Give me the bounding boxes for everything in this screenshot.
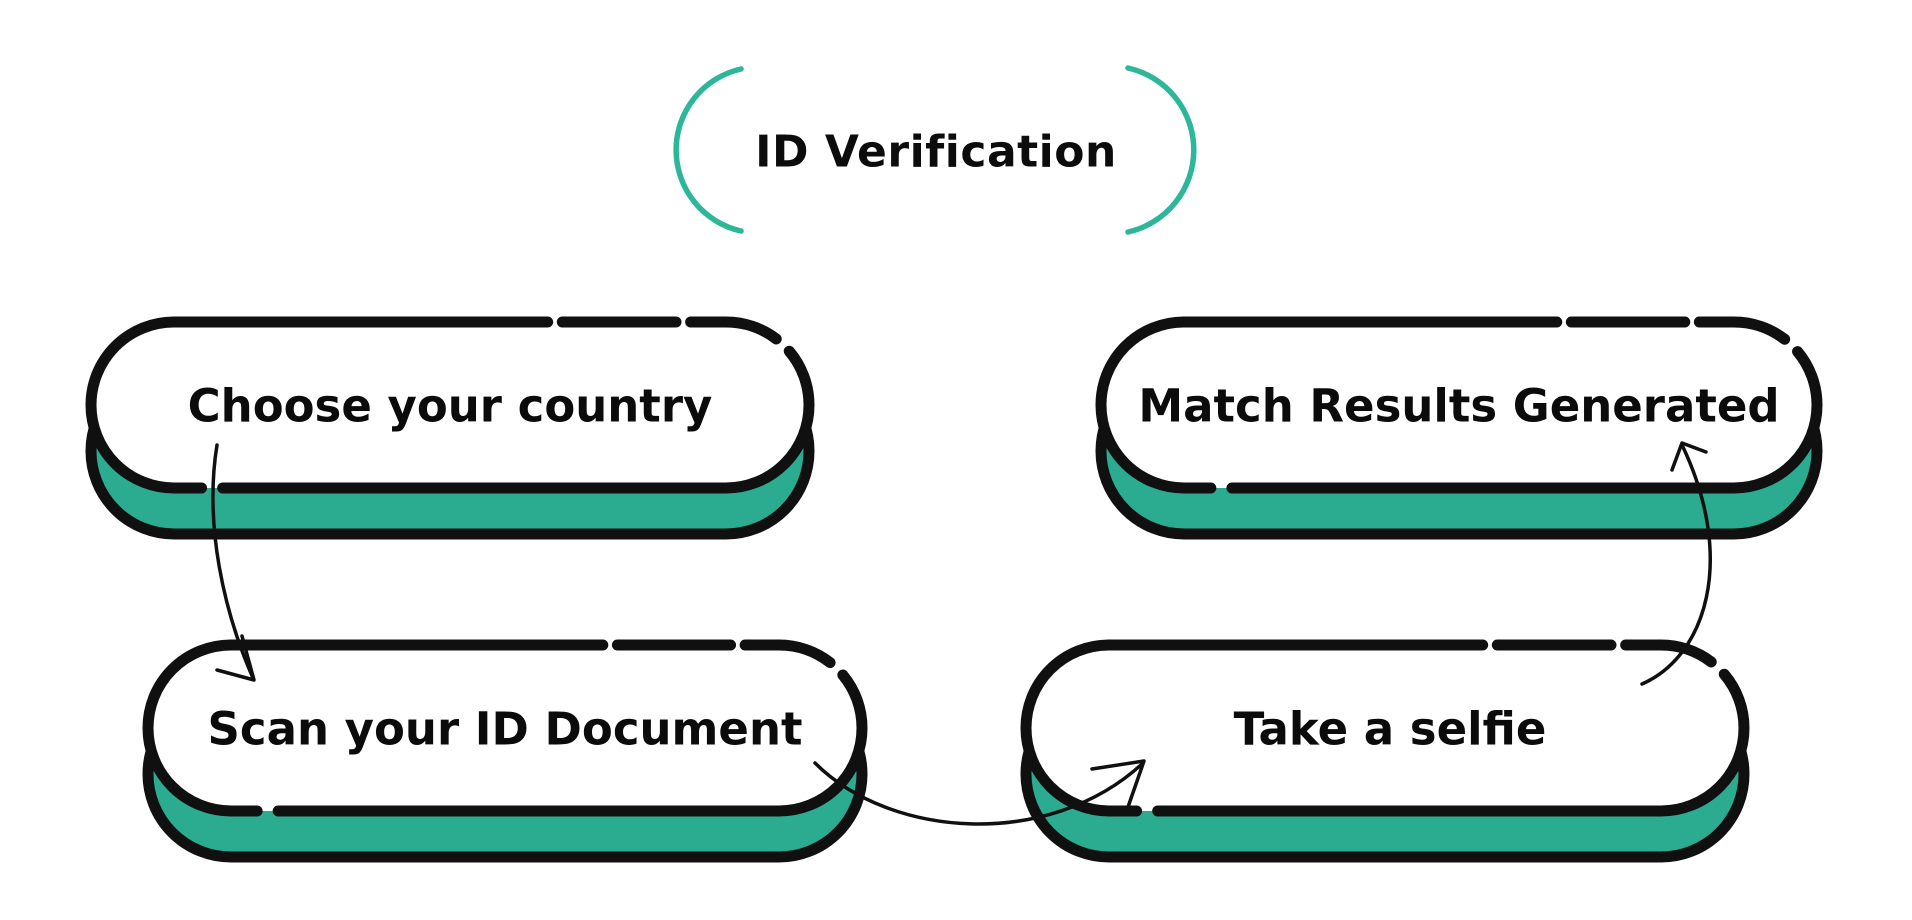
flow-arrow-step1-to-step2-icon	[211, 443, 256, 682]
pill-face	[1020, 639, 1750, 817]
title-arc-right-icon	[1125, 65, 1197, 235]
arrow-shaft	[211, 443, 255, 680]
pill-face	[85, 316, 815, 494]
step-pill-match-results: Match Results Generated	[1095, 316, 1823, 540]
arrow-head	[1090, 759, 1146, 809]
title-badge: ID Verification	[673, 65, 1197, 235]
arrow-head	[215, 634, 256, 682]
step-label-match-results: Match Results Generated	[1138, 380, 1779, 433]
step-pill-take-selfie: Take a selfie	[1020, 639, 1750, 863]
arrow-shaft	[813, 761, 1144, 826]
arrow-head	[1670, 441, 1708, 472]
step-label-scan-document: Scan your ID Document	[208, 703, 803, 756]
step-pill-scan-document: Scan your ID Document	[142, 639, 868, 863]
step-label-choose-country: Choose your country	[188, 380, 713, 433]
arrow-shaft	[1640, 445, 1712, 686]
page-title: ID Verification	[755, 127, 1117, 178]
step-pill-choose-country: Choose your country	[85, 316, 815, 540]
flow-arrow-step3-to-step4-icon	[1640, 441, 1712, 686]
flow-arrow-step2-to-step3-icon	[813, 759, 1146, 826]
pill-face	[142, 639, 868, 817]
title-arc-left-icon	[673, 66, 744, 234]
pill-face	[1095, 316, 1823, 494]
step-label-take-selfie: Take a selfie	[1234, 703, 1547, 756]
